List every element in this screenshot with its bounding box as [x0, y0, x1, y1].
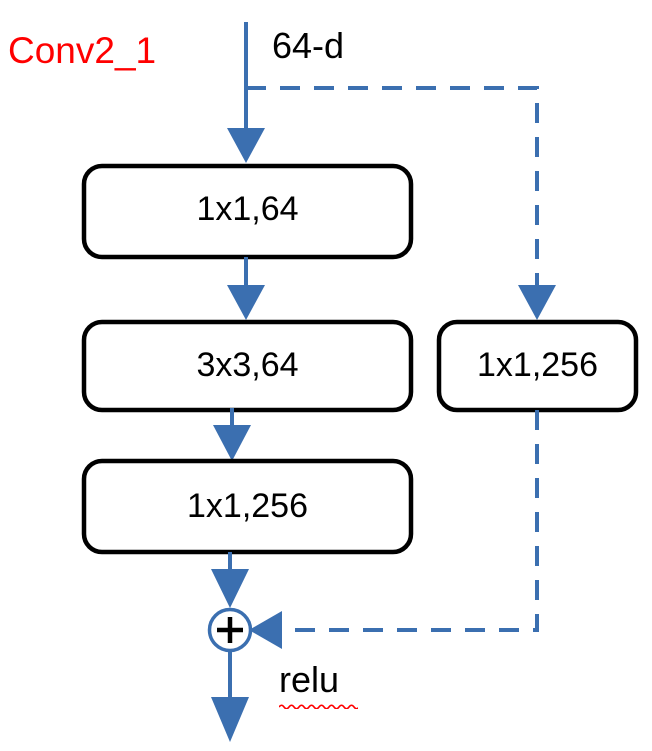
edge-conv1-to-conv2 [227, 257, 265, 320]
spellcheck-squiggle-icon [279, 704, 358, 709]
sum-node [207, 607, 253, 653]
conv-block-3-label: 1x1,256 [187, 487, 308, 525]
diagram-title-label: Conv2_1 [8, 30, 157, 71]
edge-input-to-conv1 [227, 22, 265, 163]
edge-conv2-to-conv3 [213, 408, 251, 461]
shortcut-block-label: 1x1,256 [477, 346, 598, 384]
conv-block-2-shape [81, 319, 414, 413]
conv-block-2-label: 3x3,64 [196, 346, 299, 384]
conv-block-1-label: 1x1,64 [196, 190, 299, 228]
edge-conv3-to-sum [211, 552, 249, 608]
edge-shortcut-to-sum-dashed [249, 410, 539, 649]
conv-block-3-shape [81, 458, 414, 555]
activation-label: relu [279, 659, 340, 700]
edge-input-to-shortcut-dashed [246, 86, 556, 320]
input-dimension-label: 64-d [272, 25, 345, 66]
edge-sum-to-output [211, 651, 249, 742]
